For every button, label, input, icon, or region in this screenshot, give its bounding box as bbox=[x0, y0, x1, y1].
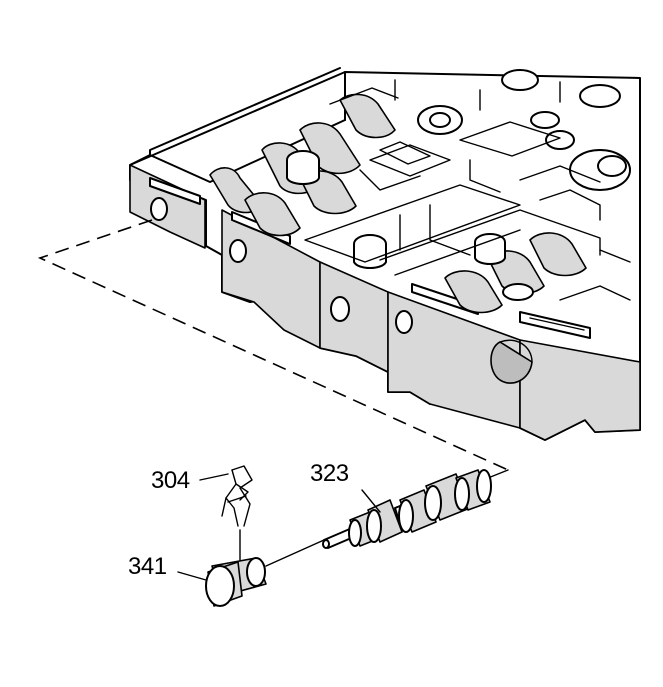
valve-spool bbox=[322, 469, 492, 549]
alignment-line bbox=[37, 219, 509, 479]
retainer-clip bbox=[199, 465, 253, 527]
callout-304: 304 bbox=[151, 467, 190, 494]
valve-body bbox=[129, 67, 641, 441]
callout-341: 341 bbox=[128, 553, 167, 580]
bore-plug bbox=[177, 529, 325, 607]
callout-323: 323 bbox=[310, 460, 349, 487]
